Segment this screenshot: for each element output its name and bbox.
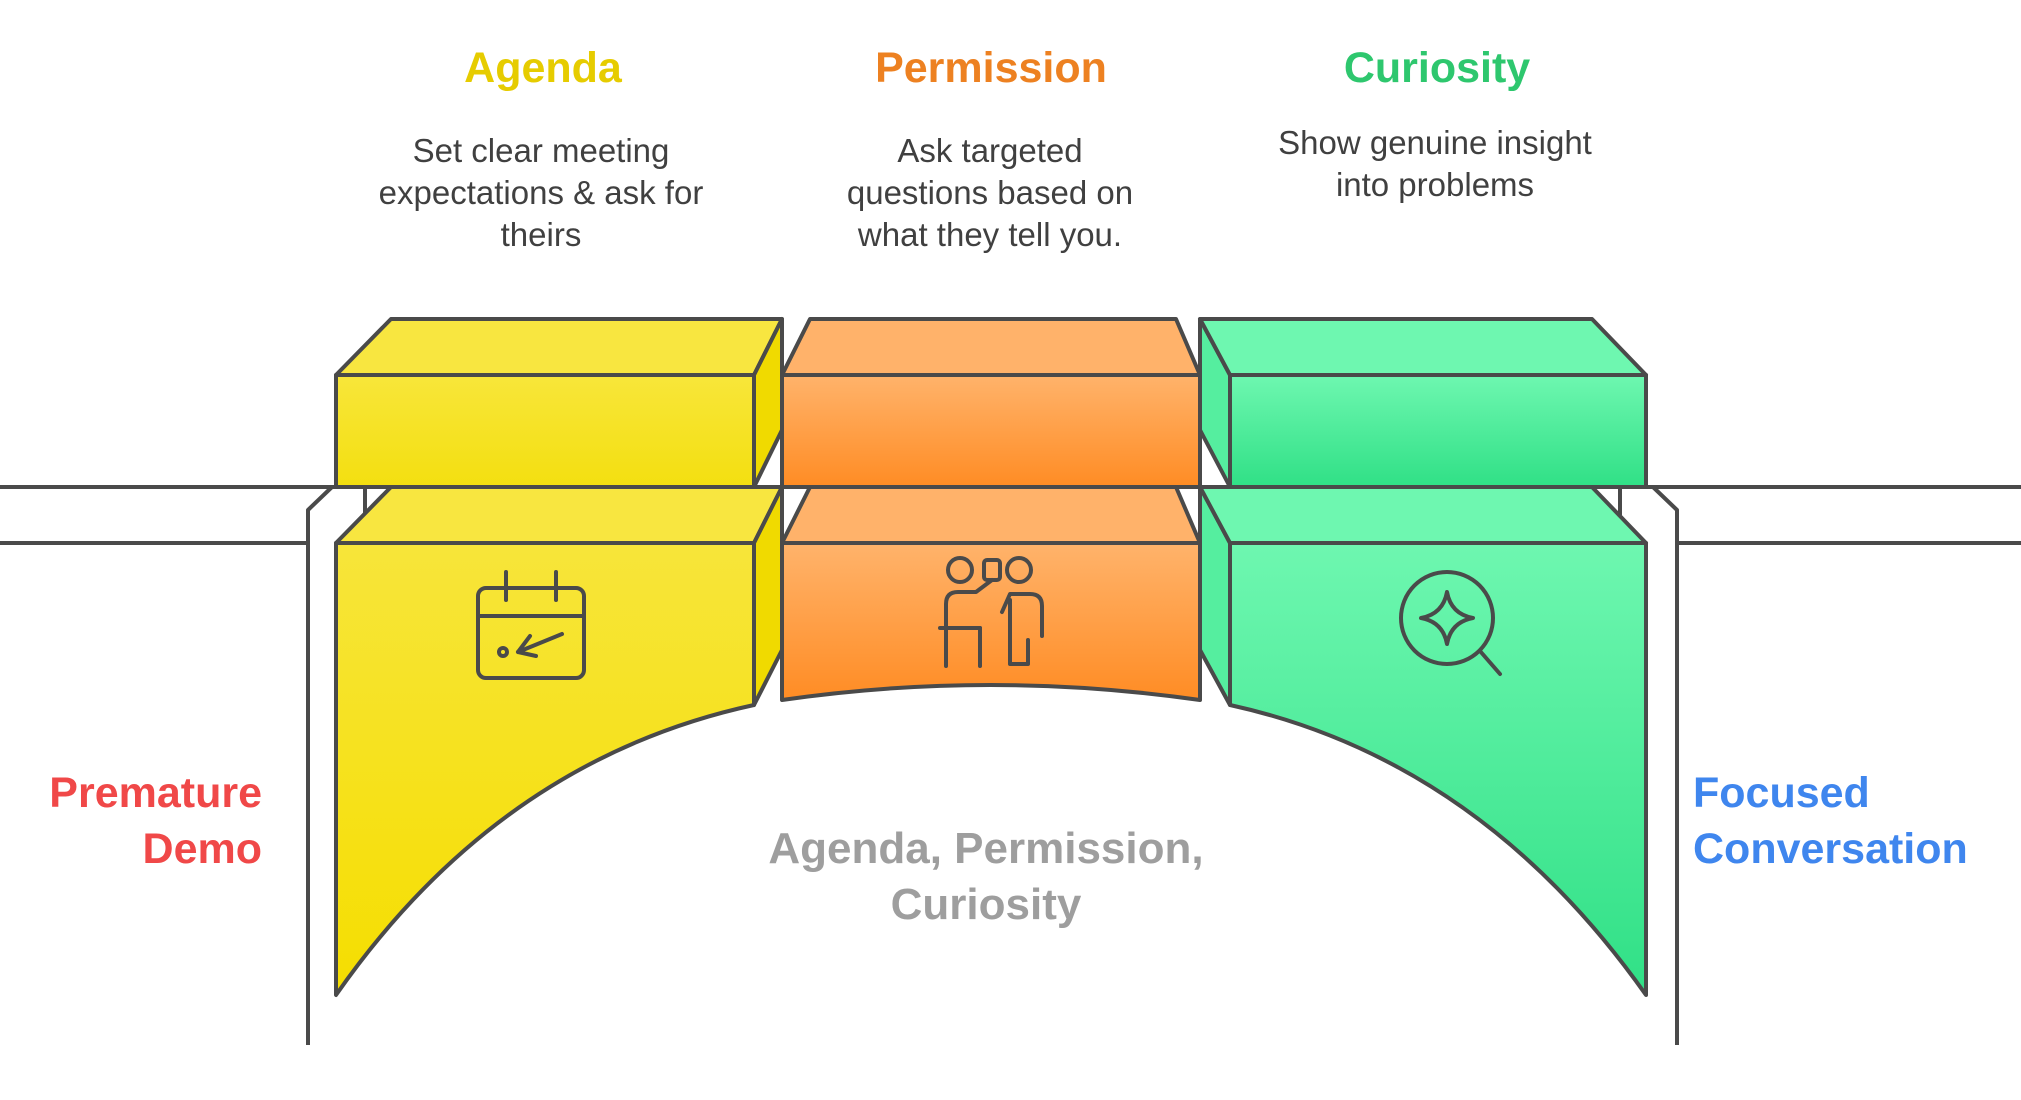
- search-sparkle-icon: [1399, 570, 1502, 676]
- agenda-description: Set clear meeting expectations & ask for…: [378, 132, 704, 253]
- agenda-arch-front: [334, 541, 756, 997]
- permission-top-block-front: [780, 373, 1202, 489]
- permission-top-block-top: [780, 317, 1202, 377]
- curiosity-top-block-top: [1198, 317, 1648, 377]
- curiosity-arch-top: [1198, 485, 1648, 545]
- presenter-question-icon: [938, 556, 1044, 668]
- focused-conversation-label: Focused Conversation: [1693, 769, 1968, 873]
- permission-title: Permission: [875, 44, 1107, 92]
- bridge-center-label: Agenda, Permission, Curiosity: [768, 824, 1204, 929]
- agenda-top-block-front: [334, 373, 756, 489]
- curiosity-title: Curiosity: [1343, 44, 1531, 92]
- permission-arch-front: [780, 541, 1202, 702]
- agenda-title: Agenda: [464, 44, 622, 92]
- premature-demo-label: Premature Demo: [49, 769, 262, 873]
- permission-arch-top: [780, 485, 1202, 545]
- curiosity-description: Show genuine insight into problems: [1278, 124, 1592, 203]
- permission-description: Ask targeted questions based on what the…: [846, 132, 1134, 253]
- curiosity-top-block-front: [1228, 373, 1648, 489]
- agenda-top-block-top: [334, 317, 784, 377]
- agenda-arch-top: [334, 485, 784, 545]
- curiosity-arch-front: [1228, 541, 1648, 997]
- calendar-arrow-icon: [476, 570, 586, 680]
